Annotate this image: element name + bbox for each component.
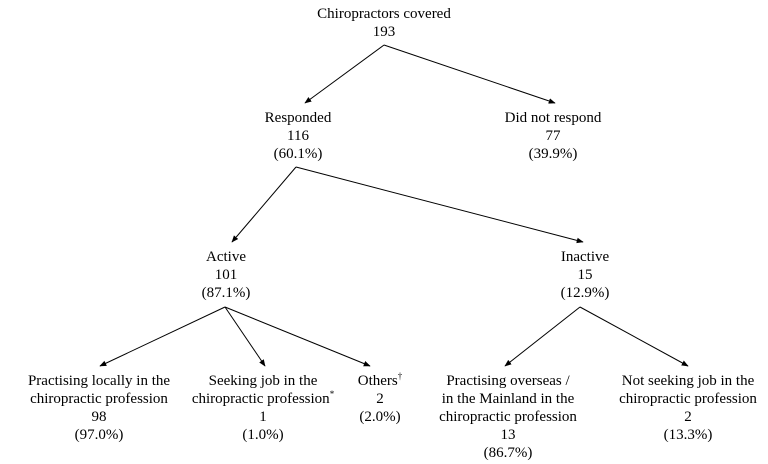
node-percent: (12.9%) xyxy=(560,285,610,301)
node-percent: (13.3%) xyxy=(663,427,713,443)
node-label-wrap: Others† xyxy=(358,372,403,390)
node-percent: (87.1%) xyxy=(201,285,251,301)
node-count: 101 xyxy=(214,267,238,283)
node-not-seeking-job: Not seeking job in the chiropractic prof… xyxy=(619,372,757,444)
node-inactive: Inactive 15 (12.9%) xyxy=(561,248,610,302)
node-label-line1: Practising locally in the xyxy=(27,373,171,389)
node-count: 193 xyxy=(372,24,396,40)
node-label-line2: chiropractic profession xyxy=(619,391,757,407)
node-label-line1: Practising overseas / xyxy=(446,373,570,389)
node-others: Others† 2 (2.0%) xyxy=(358,372,403,426)
node-percent: (39.9%) xyxy=(528,146,578,162)
node-label-line2-wrap: chiropractic profession* xyxy=(192,390,334,408)
node-label: Others xyxy=(357,373,398,389)
node-label: Responded xyxy=(264,110,332,126)
edge-root-responded xyxy=(304,44,385,104)
edge-inactive-not-seeking xyxy=(579,306,689,367)
footnote-dagger: † xyxy=(397,371,403,381)
node-label-line2: in the Mainland in the xyxy=(441,391,575,407)
node-label-line1: Seeking job in the xyxy=(208,373,318,389)
node-seeking-job: Seeking job in the chiropractic professi… xyxy=(192,372,334,444)
node-practising-overseas: Practising overseas / in the Mainland in… xyxy=(439,372,577,462)
node-label: Inactive xyxy=(560,249,610,265)
node-label-line2: chiropractic profession xyxy=(30,391,168,407)
node-active: Active 101 (87.1%) xyxy=(202,248,251,302)
node-count: 116 xyxy=(287,128,309,144)
edge-active-local xyxy=(99,306,226,367)
footnote-asterisk: * xyxy=(329,389,335,399)
node-did-not-respond: Did not respond 77 (39.9%) xyxy=(505,109,602,163)
node-label: Did not respond xyxy=(504,110,602,126)
node-count: 2 xyxy=(376,391,384,407)
edge-root-no-response xyxy=(383,44,556,104)
edge-inactive-overseas xyxy=(504,306,581,367)
node-percent: (97.0%) xyxy=(74,427,124,443)
node-percent: (2.0%) xyxy=(359,409,401,425)
node-percent: (86.7%) xyxy=(483,445,533,461)
node-label: Chiropractors covered xyxy=(317,6,451,22)
node-chiropractors-covered: Chiropractors covered 193 xyxy=(317,5,451,41)
node-count: 1 xyxy=(259,409,267,425)
edge-responded-inactive xyxy=(295,166,584,244)
edge-active-others xyxy=(224,306,371,367)
node-responded: Responded 116 (60.1%) xyxy=(265,109,332,163)
node-percent: (1.0%) xyxy=(242,427,284,443)
edge-responded-active xyxy=(231,166,297,243)
node-label: Active xyxy=(206,249,246,265)
node-label-line3: chiropractic profession xyxy=(439,409,577,425)
node-count: 77 xyxy=(545,128,561,144)
node-percent: (60.1%) xyxy=(273,146,323,162)
node-practising-locally: Practising locally in the chiropractic p… xyxy=(28,372,170,444)
edge-active-seeking xyxy=(224,306,266,367)
node-count: 98 xyxy=(91,409,107,425)
node-label-line2: chiropractic profession xyxy=(191,391,330,407)
node-count: 15 xyxy=(577,267,593,283)
node-count: 2 xyxy=(684,409,692,425)
node-count: 13 xyxy=(500,427,516,443)
node-label-line1: Not seeking job in the xyxy=(621,373,755,389)
